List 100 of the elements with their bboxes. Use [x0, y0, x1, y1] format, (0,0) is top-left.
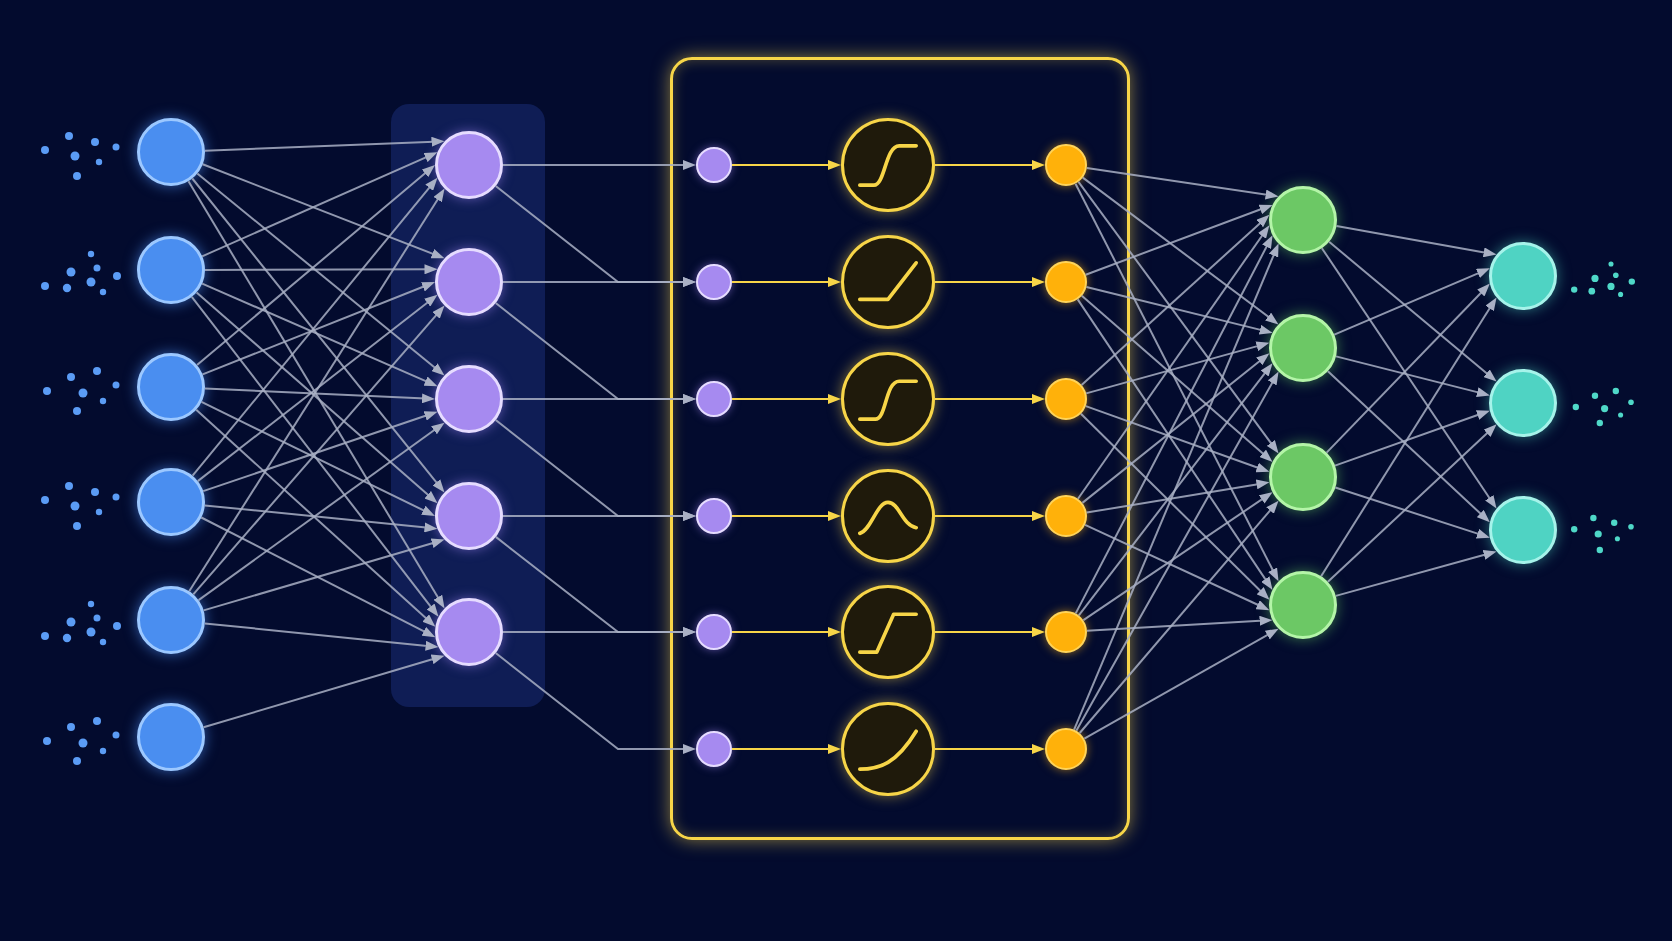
activated-neuron [1045, 378, 1087, 420]
arrow [502, 277, 696, 287]
arrow [934, 160, 1045, 170]
arrow [934, 394, 1045, 404]
arrow [502, 160, 696, 170]
arrow [1326, 424, 1497, 583]
hidden-neuron [1269, 314, 1337, 382]
activated-neuron [1045, 261, 1087, 303]
hidden-neuron [435, 598, 503, 666]
small-neuron [696, 498, 732, 534]
activated-neuron [1045, 495, 1087, 537]
small-neuron [696, 614, 732, 650]
arrow [202, 538, 445, 612]
arrow [195, 408, 436, 627]
hidden-neuron [435, 131, 503, 199]
arrow [200, 516, 436, 638]
activated-neuron [1045, 144, 1087, 186]
output-neuron [1489, 242, 1557, 310]
small-neuron [696, 264, 732, 300]
arrow [197, 422, 445, 602]
layer-frame [670, 57, 1130, 840]
arrow [1085, 286, 1273, 335]
small-neuron [696, 381, 732, 417]
arrow [1320, 297, 1497, 578]
arrow [1083, 628, 1279, 740]
arrow [1084, 405, 1270, 473]
activation-node [841, 469, 935, 563]
arrow [204, 136, 445, 152]
arrow [1079, 412, 1270, 600]
output-neuron [1489, 369, 1557, 437]
arrow [502, 627, 696, 637]
arrow [202, 654, 445, 729]
arrow [1077, 225, 1270, 500]
arrow [1078, 500, 1279, 734]
arrow [1334, 486, 1490, 539]
small-neuron [696, 147, 732, 183]
arrow [1085, 479, 1270, 514]
arrow [203, 504, 438, 533]
arrow [1081, 176, 1279, 325]
arrow [1073, 243, 1279, 731]
arrow [934, 277, 1045, 287]
arrow [1084, 523, 1270, 611]
hidden-neuron [435, 248, 503, 316]
small-neuron [696, 731, 732, 767]
input-neuron [137, 236, 205, 304]
input-neuron [137, 353, 205, 421]
input-neuron [137, 703, 205, 771]
highlight-band [391, 104, 545, 707]
arrow [934, 744, 1045, 754]
arrow [731, 394, 841, 404]
arrow [204, 387, 435, 404]
input-neuron [137, 118, 205, 186]
input-neuron [137, 468, 205, 536]
arrow [1335, 225, 1497, 258]
arrow [731, 160, 841, 170]
arrow [494, 652, 696, 754]
arrow [202, 411, 438, 493]
arrow [731, 627, 841, 637]
input-neuron [137, 586, 205, 654]
arrow [1076, 298, 1273, 590]
hidden-neuron [435, 482, 503, 550]
arrow [1320, 247, 1497, 509]
arrow [1075, 371, 1279, 732]
hidden-neuron [1269, 443, 1337, 511]
arrow [1082, 492, 1273, 622]
activated-neuron [1045, 611, 1087, 653]
arrow [1333, 268, 1490, 336]
hidden-neuron [1269, 186, 1337, 254]
arrow [1074, 235, 1273, 615]
arrow [502, 511, 696, 521]
arrow [1074, 182, 1279, 582]
arrow [1084, 204, 1273, 276]
arrow [1081, 353, 1270, 504]
arrow [502, 394, 696, 404]
arrow [1334, 410, 1490, 467]
output-neuron [1489, 496, 1557, 564]
arrow [1077, 363, 1273, 617]
activation-node [841, 235, 935, 329]
arrow [934, 627, 1045, 637]
hidden-neuron [435, 365, 503, 433]
arrow [934, 511, 1045, 521]
arrow [1086, 615, 1273, 632]
arrow [204, 264, 438, 275]
arrow [1328, 240, 1497, 382]
arrow [731, 744, 841, 754]
arrow [1335, 355, 1490, 398]
arrow [1085, 167, 1279, 200]
activated-neuron [1045, 728, 1087, 770]
activation-node [841, 585, 935, 679]
hidden-neuron [1269, 571, 1337, 639]
arrow [1326, 370, 1490, 523]
arrow [200, 400, 435, 516]
arrow [731, 511, 841, 521]
arrow [1077, 180, 1279, 454]
activation-node [841, 702, 935, 796]
arrow [731, 277, 841, 287]
activation-node [841, 352, 935, 446]
arrow [1085, 341, 1270, 395]
arrow [1080, 294, 1273, 462]
arrow [1325, 283, 1490, 454]
